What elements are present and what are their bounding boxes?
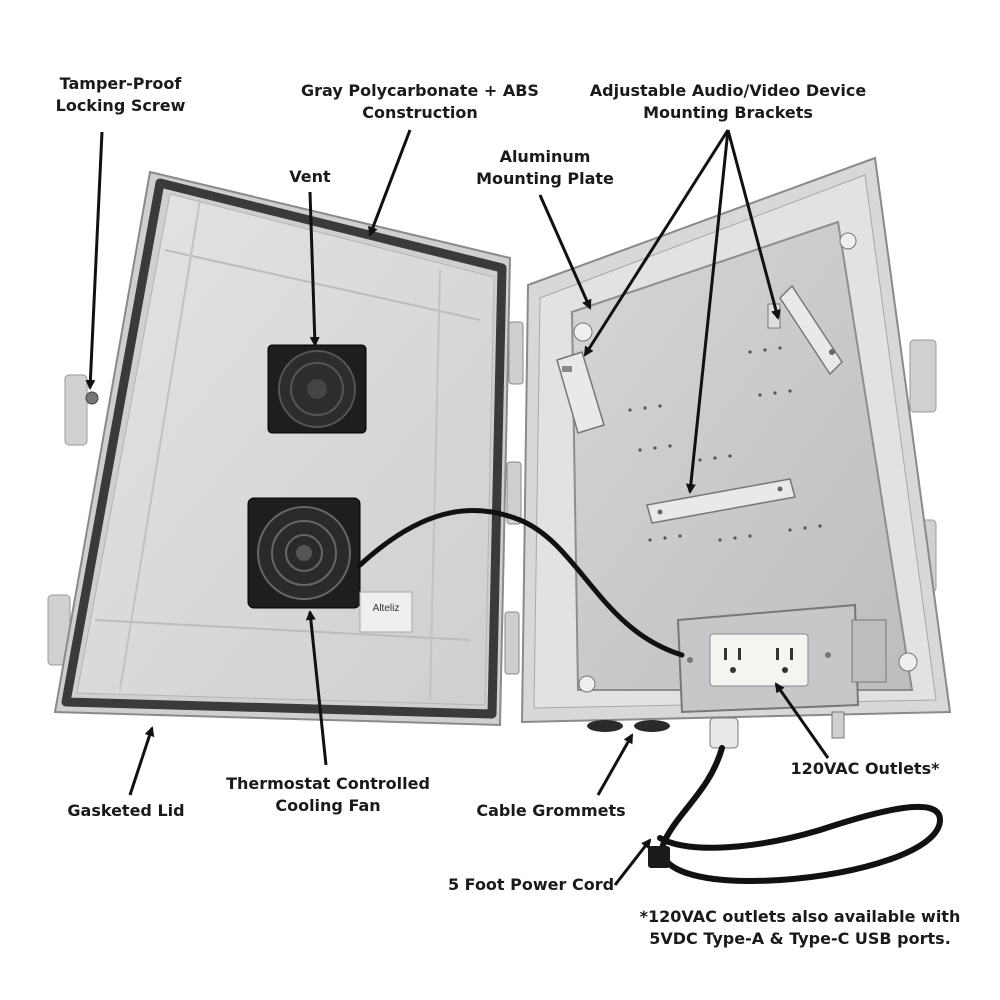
lid-rib-right	[429, 269, 441, 701]
callout-housing: Gray Polycarbonate + ABS Construction	[298, 80, 542, 124]
callout-brackets-line1: Adjustable Audio/Video Device	[589, 81, 867, 100]
lid-ear-left-top	[64, 374, 88, 446]
footnote-line1: *120VAC outlets also available with	[639, 907, 961, 926]
power-cord-plug	[648, 846, 670, 868]
callout-fan-line2: Cooling Fan	[275, 796, 381, 815]
footnote: *120VAC outlets also available with 5VDC…	[630, 906, 970, 950]
callout-grommets-line1: Cable Grommets	[476, 801, 626, 820]
lid-rib-left	[119, 199, 201, 691]
power-cord	[657, 745, 944, 884]
callout-plate: Aluminum Mounting Plate	[470, 146, 620, 190]
callout-cord-line1: 5 Foot Power Cord	[447, 875, 615, 894]
mounting-bracket-left	[556, 351, 605, 434]
arrow-bracket-right	[726, 129, 781, 320]
thermostat-label-sticker: Alteliz	[359, 591, 413, 633]
gasketed-lid: Alteliz	[47, 170, 512, 727]
outlet-screw-right	[825, 652, 831, 658]
callout-housing-line2: Construction	[362, 103, 478, 122]
hinges	[504, 321, 524, 675]
arrow-grommets	[596, 733, 634, 796]
callout-grommets: Cable Grommets	[468, 800, 634, 822]
callout-lid: Gasketed Lid	[58, 800, 194, 822]
callout-tamper-screw-line2: Locking Screw	[55, 96, 186, 115]
arrow-housing	[368, 129, 412, 237]
hinge-bottom	[504, 611, 520, 675]
plate-screw-3	[578, 675, 596, 693]
hinge-middle	[506, 461, 522, 525]
duplex-outlet-faceplate	[709, 633, 809, 687]
fan-power-cable	[357, 508, 685, 658]
arrow-outlets	[774, 682, 830, 759]
sticker-background	[359, 591, 413, 633]
callout-arrows	[85, 129, 830, 886]
fan-hub	[296, 545, 312, 561]
receptacle-left	[724, 648, 741, 673]
cooling-fan	[247, 497, 361, 609]
callout-fan: Thermostat Controlled Cooling Fan	[220, 773, 436, 817]
callout-outlets: 120VAC Outlets*	[790, 758, 940, 780]
plate-screw-1	[573, 322, 593, 342]
footnote-line2: 5VDC Type-A & Type-C USB ports.	[649, 929, 951, 948]
callout-vent-line1: Vent	[289, 167, 331, 186]
callout-vent: Vent	[270, 166, 350, 188]
base-ear-right-top	[909, 339, 937, 413]
arrow-vent	[308, 191, 320, 347]
callout-tamper-screw: Tamper-Proof Locking Screw	[48, 73, 193, 117]
callout-outlets-line1: 120VAC Outlets*	[790, 759, 940, 778]
lid-rib-bottom	[94, 619, 471, 641]
cord-grommet	[709, 717, 739, 749]
fan-grille-ring-inner	[285, 534, 323, 572]
plate-hole-grid	[628, 346, 822, 542]
lid-gasket	[61, 178, 507, 719]
outlet-screw-left	[687, 657, 693, 663]
outlet-box-side-flange	[851, 619, 887, 683]
arrow-cord	[613, 838, 652, 886]
enclosure-base	[520, 156, 952, 749]
vent-hub	[307, 379, 327, 399]
callout-brackets: Adjustable Audio/Video Device Mounting B…	[588, 80, 868, 124]
arrow-tamper-screw	[85, 131, 104, 390]
arrow-lid	[128, 726, 155, 796]
sticker-brand: Alteliz	[373, 603, 400, 614]
tamper-proof-screw	[85, 391, 99, 405]
callout-brackets-line2: Mounting Brackets	[643, 103, 813, 122]
arrow-plate	[538, 194, 592, 310]
receptacle-right	[776, 648, 793, 673]
plate-screw-2	[839, 232, 857, 250]
callout-fan-line1: Thermostat Controlled	[226, 774, 430, 793]
callout-housing-line1: Gray Polycarbonate + ABS	[301, 81, 539, 100]
hinge-top	[508, 321, 524, 385]
fan-grille-ring	[271, 520, 337, 586]
arrow-fan	[305, 610, 328, 766]
arrow-bracket-left	[583, 129, 730, 357]
plate-screw-4	[898, 652, 918, 672]
lid-inner-panel	[76, 193, 495, 706]
lid-rib-top	[164, 249, 481, 321]
outlet-box	[676, 603, 887, 714]
callout-cord: 5 Foot Power Cord	[446, 874, 616, 896]
callout-lid-line1: Gasketed Lid	[67, 801, 185, 820]
side-fitting	[831, 711, 845, 739]
mounting-bracket-middle	[646, 478, 796, 524]
arrow-bracket-middle	[685, 129, 730, 494]
callout-plate-line1: Aluminum	[499, 147, 591, 166]
callout-tamper-screw-line1: Tamper-Proof	[59, 74, 182, 93]
vent	[267, 344, 367, 434]
vent-grille-inner	[290, 362, 344, 416]
cable-grommets	[587, 711, 845, 749]
callout-plate-line2: Mounting Plate	[476, 169, 614, 188]
